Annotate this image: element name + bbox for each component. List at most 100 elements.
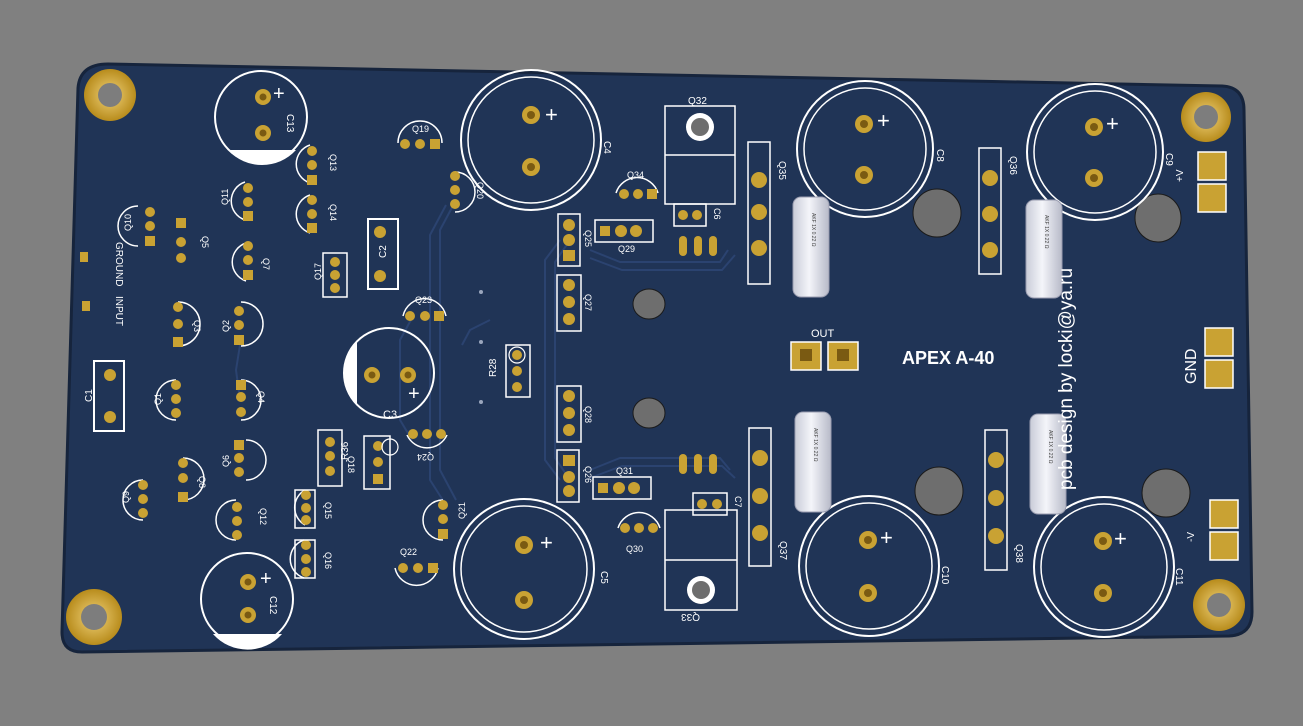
mounting-hole-top-right — [1181, 92, 1231, 142]
connector-vminus[interactable]: -V — [1186, 499, 1239, 561]
capacitor-c13[interactable]: + C13 — [214, 70, 308, 166]
plus-mark: + — [540, 530, 553, 555]
label-q14: Q14 — [328, 204, 338, 221]
power-resistor-3[interactable]: AKF 1X 0.22 Ω — [794, 411, 832, 513]
trimmer-r28[interactable] — [508, 346, 526, 364]
capacitor-c10[interactable]: + C10 — [798, 495, 950, 637]
label-q37: Q37 — [777, 541, 788, 560]
label-c13: C13 — [284, 114, 295, 133]
connector-vplus[interactable]: +V — [1175, 151, 1227, 213]
transistor-q37[interactable]: Q37 — [748, 427, 788, 567]
label-q9: Q9 — [121, 491, 131, 503]
label-out: OUT — [811, 328, 835, 340]
input-pads — [80, 252, 90, 311]
label-q22: Q22 — [400, 547, 417, 557]
label-q31: Q31 — [616, 466, 633, 476]
label-q26: Q26 — [583, 466, 593, 483]
transistor-q32[interactable]: Q32 — [664, 96, 736, 205]
capacitor-c12[interactable]: + C12 — [200, 552, 294, 650]
plus-mark: + — [408, 383, 420, 405]
transistor-q35[interactable]: Q35 — [747, 141, 787, 285]
board-title: APEX A-40 — [902, 348, 994, 368]
label-q16: Q16 — [323, 552, 333, 569]
label-c9: C9 — [1163, 153, 1174, 166]
trimmer-r36[interactable] — [381, 438, 399, 456]
capacitor-c1[interactable]: C1 — [84, 360, 125, 432]
label-q25: Q25 — [583, 230, 593, 247]
label-q23: Q23 — [415, 295, 432, 305]
small-transistors — [117, 120, 661, 587]
mounting-hole-bottom-left — [66, 589, 122, 645]
vias — [479, 290, 483, 404]
label-q19: Q19 — [412, 124, 429, 134]
label-r36: R36 — [340, 441, 351, 460]
label-c12: C12 — [267, 596, 278, 615]
transistor-q36[interactable]: Q36 — [978, 147, 1018, 275]
resistor-marking: AKF 1X 0.22 Ω — [1043, 215, 1049, 249]
plus-mark: + — [880, 525, 893, 550]
label-q21: Q21 — [457, 502, 467, 519]
label-q11: Q11 — [220, 189, 230, 205]
label-q36: Q36 — [1007, 156, 1018, 175]
label-q7: Q7 — [261, 258, 271, 270]
label-q17: Q17 — [313, 263, 323, 280]
label-q2: Q2 — [221, 320, 231, 332]
power-resistor-2[interactable]: AKF 1X 0.22 Ω — [1025, 199, 1063, 299]
capacitor-c8[interactable]: + C8 — [796, 80, 945, 218]
label-q29: Q29 — [618, 244, 635, 254]
label-q12: Q12 — [258, 508, 268, 525]
label-q24: Q24 — [417, 452, 434, 462]
capacitor-c2[interactable]: C2 — [367, 218, 399, 290]
label-vminus: -V — [1186, 532, 1197, 542]
heatsink-holes — [632, 188, 1191, 518]
label-c4: C4 — [601, 141, 612, 154]
label-ground: GROUND — [113, 242, 124, 286]
resistor-marking: AKF 1X 0.22 Ω — [1047, 430, 1053, 464]
capacitor-c9[interactable]: + C9 — [1026, 83, 1174, 221]
label-c11: C11 — [1173, 568, 1184, 586]
transistor-labels: Q19 Q34 Q29 Q23 Q31 Q30 Q22 Q24 Q25 Q27 … — [121, 124, 644, 569]
capacitor-c3[interactable]: + C3 — [343, 327, 435, 421]
label-q8: Q8 — [197, 476, 207, 488]
label-input: INPUT — [113, 296, 124, 326]
label-c3: C3 — [383, 409, 397, 421]
label-q27: Q27 — [583, 294, 593, 311]
label-q20: Q20 — [475, 182, 485, 199]
label-q30: Q30 — [626, 544, 643, 554]
label-q5: Q5 — [200, 236, 210, 248]
capacitor-c7[interactable]: C7 — [692, 492, 743, 516]
plus-mark: + — [877, 108, 890, 133]
transistor-q38[interactable]: Q38 — [984, 429, 1024, 571]
label-c6: C6 — [712, 208, 722, 220]
tab-pads — [679, 236, 717, 474]
label-q32: Q32 — [688, 96, 707, 107]
capacitor-c5[interactable]: + C5 — [453, 498, 609, 640]
transistor-q33[interactable]: Q33 — [664, 509, 738, 622]
mounting-hole-bottom-right — [1193, 579, 1245, 631]
rect-footprint-pads — [325, 219, 642, 497]
plus-mark: + — [545, 102, 558, 127]
capacitor-c4[interactable]: + C4 — [460, 69, 612, 211]
mounting-hole-top-left — [84, 69, 136, 121]
connector-out[interactable]: OUT — [790, 328, 859, 371]
connector-gnd[interactable]: GND — [1183, 327, 1234, 389]
label-q4: Q4 — [256, 391, 266, 403]
label-q38: Q38 — [1013, 544, 1024, 563]
label-c10: C10 — [939, 566, 950, 585]
rect-transistor-footprints — [294, 213, 654, 579]
label-q3: Q3 — [192, 320, 202, 332]
label-q18: Q18 — [346, 456, 356, 473]
label-q6: Q6 — [221, 455, 231, 467]
label-c2: C2 — [378, 245, 389, 258]
label-gnd: GND — [1183, 348, 1200, 384]
label-q34: Q34 — [627, 170, 644, 180]
power-resistor-1[interactable]: AKF 1X 0.22 Ω — [792, 196, 830, 298]
label-c7: C7 — [733, 496, 743, 508]
label-q1: Q1 — [153, 393, 163, 405]
capacitor-c11[interactable]: + C11 — [1033, 496, 1184, 638]
plus-mark: + — [260, 568, 272, 590]
label-q13: Q13 — [328, 154, 338, 171]
label-q15: Q15 — [323, 502, 333, 519]
power-resistor-4[interactable]: AKF 1X 0.22 Ω — [1029, 413, 1067, 515]
